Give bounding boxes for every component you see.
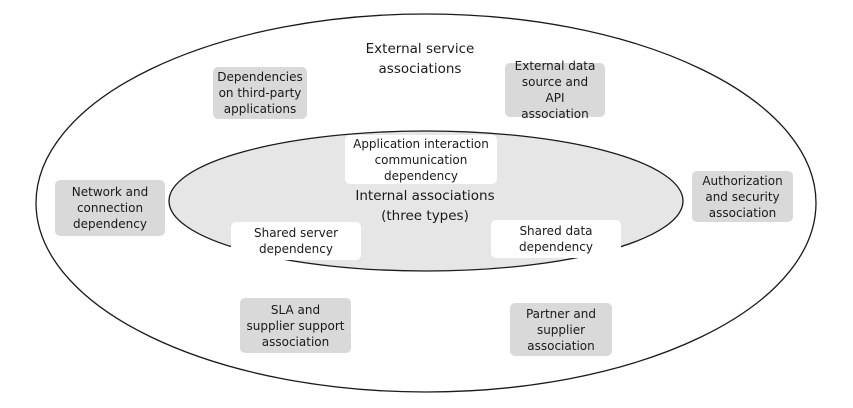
outer-title: External service associations (365, 41, 475, 77)
external-item-authorization: Authorization and security association (692, 171, 793, 222)
external-item-external-data: External data source and API association (505, 59, 605, 121)
internal-item-app-interaction: Application interaction communication de… (345, 135, 497, 184)
external-item-partner: Partner and supplier association (510, 303, 612, 356)
external-item-sla: SLA and supplier support association (240, 298, 351, 353)
internal-item-shared-server: Shared server dependency (231, 222, 361, 260)
internal-item-shared-data: Shared data dependency (491, 220, 621, 258)
inner-title: Internal associations (three types) (355, 188, 495, 224)
external-item-network: Network and connection dependency (55, 180, 165, 236)
external-item-third-party: Dependencies on third-party applications (213, 67, 307, 119)
